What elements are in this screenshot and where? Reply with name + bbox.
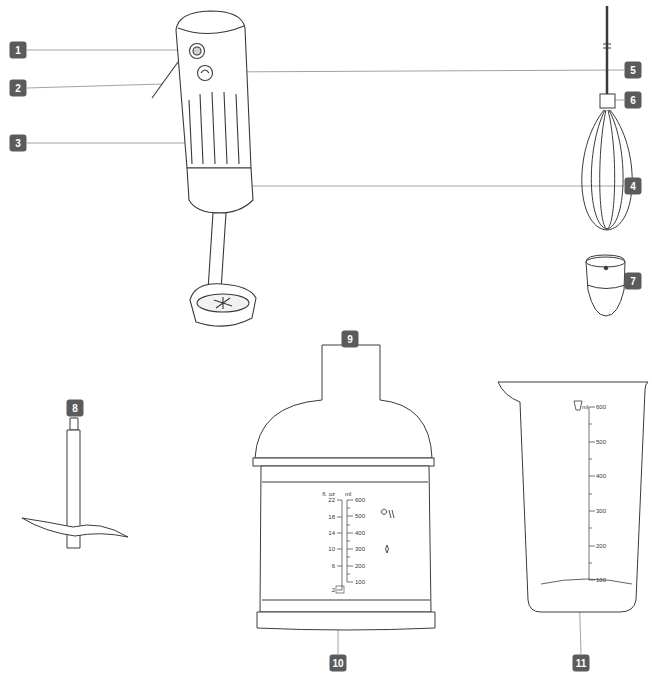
whisk-collar	[600, 94, 615, 108]
callout-number: 3	[10, 135, 27, 152]
turbo-button	[201, 70, 209, 73]
grip-rib	[200, 94, 203, 164]
scale-value: 6	[332, 563, 335, 569]
motor-body	[176, 11, 251, 168]
scale-marker	[336, 586, 344, 593]
blender-blade	[214, 297, 232, 309]
leader-line	[210, 70, 624, 72]
turbo-button	[198, 66, 213, 81]
hand-blender	[152, 11, 256, 326]
scale-value: 100	[355, 579, 365, 585]
scale-value: 600	[596, 404, 606, 410]
grip-ribs	[189, 92, 239, 164]
beaker-body	[498, 382, 648, 612]
body-seam	[178, 26, 244, 34]
grip-rib	[212, 92, 215, 164]
leader-line	[232, 186, 624, 187]
ml-scale	[347, 500, 353, 582]
power-cord	[152, 62, 178, 98]
measuring-beaker	[498, 382, 648, 612]
beaker-scale	[589, 407, 595, 580]
whisk-shaft	[606, 6, 609, 94]
adapter-seam	[587, 285, 625, 289]
leader-line	[27, 143, 186, 144]
blade-guard-opening	[197, 294, 249, 312]
callout-number: 6	[625, 92, 642, 109]
scale-value: 600	[355, 497, 365, 503]
bowl-band	[262, 482, 428, 483]
scale-value: ml	[345, 491, 351, 497]
liquid-icon	[386, 545, 389, 553]
scale-value: 2	[332, 587, 335, 593]
blade-wings	[22, 518, 128, 537]
grip-rib	[189, 100, 192, 164]
scale-value: 500	[596, 439, 606, 445]
adapter-socket	[604, 266, 608, 270]
scale-value: 100	[596, 577, 606, 583]
shaft-collar	[187, 168, 253, 213]
scale-value: 400	[355, 530, 365, 536]
scale-value: ml	[582, 404, 588, 410]
lid-rim	[253, 458, 434, 466]
callout-number: 4	[625, 178, 642, 195]
callout-number: 2	[10, 80, 27, 97]
scale-value: 500	[355, 513, 365, 519]
whisk	[582, 6, 632, 230]
speed-button	[190, 44, 205, 59]
scale-value: 300	[596, 508, 606, 514]
blade-guard	[190, 284, 256, 326]
scale-value: 200	[355, 563, 365, 569]
callout-number: 8	[67, 400, 84, 417]
cup-icon	[574, 401, 582, 410]
adapter-top	[586, 257, 625, 267]
chopper-lid	[255, 345, 432, 458]
food-icon	[381, 509, 394, 518]
grip-rib	[236, 94, 239, 164]
bowl-body	[260, 466, 431, 612]
blade-spline	[70, 418, 78, 430]
leader-line	[27, 50, 192, 51]
blender-shaft	[208, 213, 226, 290]
leader-line	[27, 84, 163, 88]
whisk-shaft-notch	[603, 44, 611, 48]
whisk-wire	[591, 110, 623, 229]
adapter-body	[586, 255, 625, 316]
scale-value: 10	[328, 546, 335, 552]
chopper-blade	[22, 418, 128, 548]
callout-number: 5	[625, 62, 642, 79]
chopper-bowl	[253, 345, 435, 630]
whisk-wire	[600, 110, 615, 229]
bowl-base	[257, 612, 435, 630]
scale-value: 300	[355, 546, 365, 552]
callout-number: 10	[330, 655, 347, 672]
scale-value: 18	[328, 514, 335, 520]
speed-button	[193, 47, 201, 55]
scale-value: 22	[328, 497, 335, 503]
scale-value: fl. oz	[322, 491, 335, 497]
scale-value: 400	[596, 473, 606, 479]
callout-number: 9	[342, 331, 359, 348]
floz-scale	[337, 500, 342, 590]
bowl-band	[262, 600, 430, 601]
callout-number: 7	[625, 273, 642, 290]
callout-number: 1	[10, 42, 27, 59]
scale-value: 14	[328, 530, 335, 536]
whisk-adapter	[586, 255, 625, 316]
scale-value: 200	[596, 543, 606, 549]
callout-number: 11	[573, 655, 590, 672]
whisk-wire	[582, 110, 632, 230]
grip-rib	[224, 92, 227, 164]
beaker-bottom	[541, 579, 632, 584]
